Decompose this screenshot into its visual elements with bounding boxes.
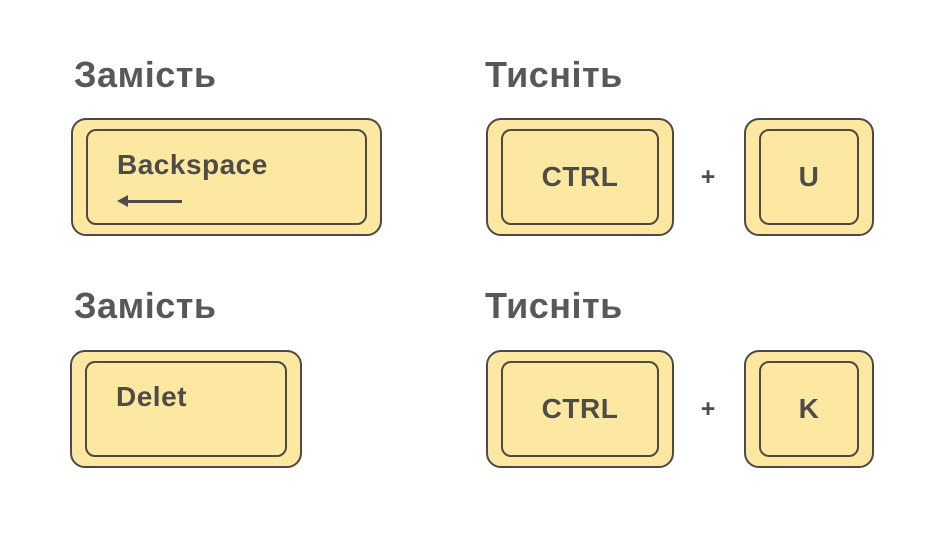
- key-u: U: [744, 118, 874, 236]
- key-ctrl-row2-label: CTRL: [541, 393, 619, 424]
- plus-separator-row1: +: [700, 163, 716, 191]
- key-ctrl-row1: CTRL: [486, 118, 674, 236]
- plus-separator-row2: +: [700, 395, 716, 423]
- key-delete: Delet: [70, 350, 302, 468]
- key-backspace: Backspace: [71, 118, 382, 236]
- heading-instead-row2: Замість: [74, 285, 217, 326]
- key-backspace-label: Backspace: [117, 149, 268, 180]
- key-delete-label: Delet: [116, 381, 187, 412]
- key-k: K: [744, 350, 874, 468]
- left-arrow-shaft: [122, 199, 182, 203]
- left-arrow-icon: [117, 195, 182, 207]
- key-ctrl-row1-label: CTRL: [541, 161, 619, 192]
- key-k-label: K: [798, 393, 820, 424]
- heading-press-row2: Тисніть: [485, 285, 623, 326]
- key-ctrl-row2: CTRL: [486, 350, 674, 468]
- heading-press-row1: Тисніть: [485, 54, 623, 95]
- heading-instead-row1: Замість: [74, 54, 217, 95]
- key-u-label: U: [798, 161, 820, 192]
